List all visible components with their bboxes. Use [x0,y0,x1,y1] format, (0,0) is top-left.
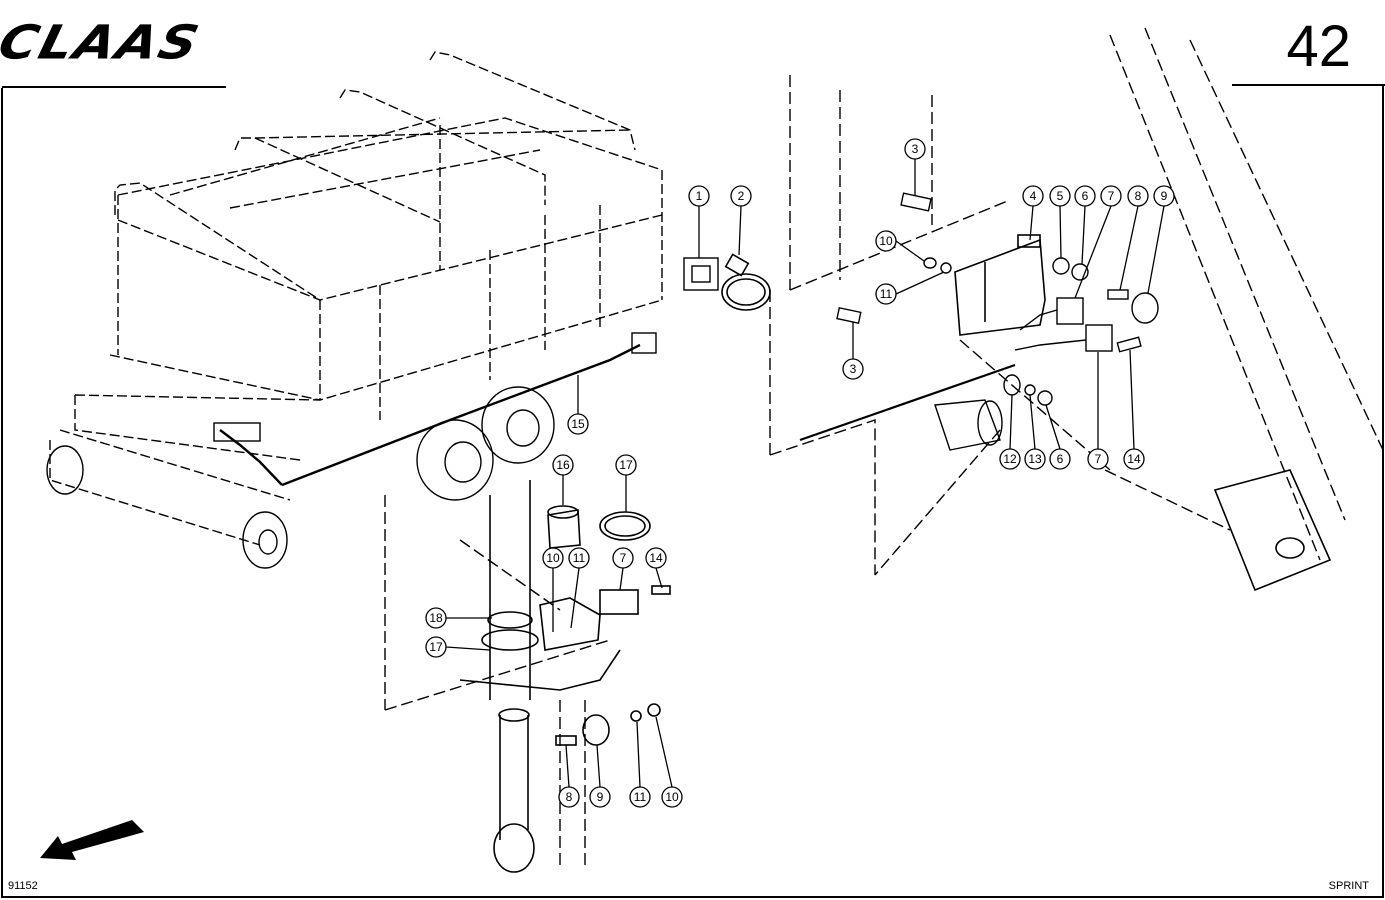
callout-1: 1 [688,185,710,258]
svg-text:15: 15 [571,417,585,431]
svg-text:7: 7 [1108,189,1115,203]
callout-8b: 8 [558,744,580,808]
callout-10a: 10 [875,230,925,262]
callout-10b: 10 [542,547,564,632]
callout-14b: 14 [645,547,667,589]
svg-text:12: 12 [1003,452,1017,466]
svg-text:10: 10 [546,551,560,565]
svg-text:8: 8 [1135,189,1142,203]
callout-9b: 9 [589,744,611,808]
header-rule-left [2,86,226,88]
callout-13: 13 [1024,394,1046,470]
callout-bubbles: 1 2 3 3 4 5 6 7 8 9 10 11 12 13 6 7 14 1… [425,138,1175,808]
callout-12: 12 [999,394,1021,470]
callout-11b: 11 [568,547,590,629]
model-name: SPRINT [1328,880,1369,892]
roller-part [934,399,1003,451]
callout-11c: 11 [629,721,651,808]
callout-3a: 3 [904,138,926,195]
svg-text:7: 7 [620,551,627,565]
baler-body [49,51,663,546]
connector-block [213,422,261,442]
drawbar-tube [489,480,535,873]
callout-9a: 9 [1147,185,1175,294]
frame-outline [769,27,1384,576]
svg-text:3: 3 [912,142,919,156]
header-rule-right [1232,84,1385,86]
svg-text:11: 11 [573,551,586,565]
baler-wheels [46,386,555,569]
svg-text:10: 10 [879,234,893,248]
page-number: 42 [1286,14,1351,79]
callout-18: 18 [425,607,492,629]
svg-text:4: 4 [1030,189,1037,203]
callout-8a: 8 [1119,185,1149,291]
svg-text:16: 16 [556,458,570,472]
svg-text:3: 3 [850,362,857,376]
support-post [1213,469,1332,592]
svg-text:2: 2 [738,189,745,203]
drawing-number: 91152 [8,880,38,892]
callout-16: 16 [552,454,574,505]
svg-text:11: 11 [634,790,647,804]
callout-5: 5 [1049,185,1071,259]
callout-7a: 7 [1074,185,1122,299]
callout-15: 15 [567,375,589,435]
svg-text:14: 14 [649,551,663,565]
callout-17a: 17 [615,454,637,512]
direction-arrow-icon [40,820,144,860]
svg-text:7: 7 [1095,452,1102,466]
cable-plug [631,332,657,354]
svg-text:6: 6 [1057,452,1064,466]
callout-3b: 3 [842,322,864,380]
callout-2: 2 [730,185,752,256]
callout-4: 4 [1022,185,1044,241]
svg-text:8: 8 [566,790,573,804]
svg-text:11: 11 [880,287,893,301]
svg-text:10: 10 [665,790,679,804]
switch-part [683,257,719,291]
svg-text:9: 9 [1161,189,1168,203]
right-fasteners [836,192,1159,406]
svg-text:5: 5 [1057,189,1064,203]
svg-text:17: 17 [429,640,443,654]
hose-clamp-part [721,253,771,311]
svg-text:17: 17 [619,458,633,472]
mounting-bracket [954,234,1046,336]
svg-text:14: 14 [1127,452,1141,466]
svg-text:1: 1 [696,189,703,203]
callout-7b: 7 [1087,352,1109,470]
callout-11a: 11 [875,271,945,305]
svg-text:6: 6 [1082,189,1089,203]
svg-text:18: 18 [429,611,443,625]
sensor-cable [799,363,1016,442]
cable-harness [219,343,641,487]
callout-17b: 17 [425,636,491,658]
page-frame [1,84,1384,898]
callout-10c: 10 [655,716,683,808]
lower-dashed-outline [384,495,611,870]
svg-text:9: 9 [597,790,604,804]
callout-6b: 6 [1045,404,1071,470]
lower-parts [459,505,671,746]
svg-text:13: 13 [1028,452,1042,466]
callout-6a: 6 [1074,185,1096,265]
callout-14a: 14 [1123,349,1145,470]
callout-7c: 7 [612,547,634,591]
